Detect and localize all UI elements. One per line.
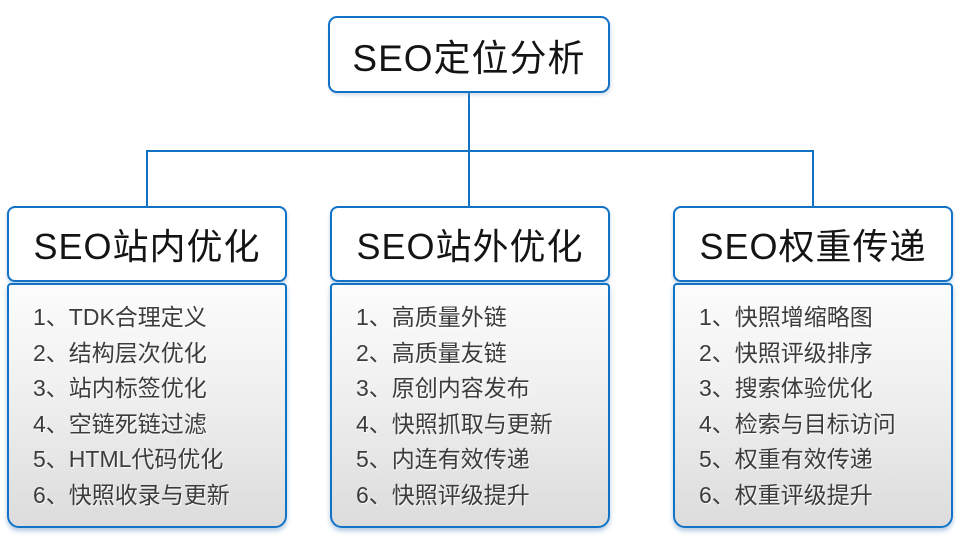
- list-item: 2、结构层次优化: [33, 339, 207, 366]
- list-item: 3、搜索体验优化: [699, 375, 873, 401]
- column-offsite: SEO站外优化 1、高质量外链 2、高质量友链 3、原创内容发布 4、快照抓取与…: [330, 206, 610, 528]
- column-weight-title: SEO权重传递: [699, 226, 927, 267]
- list-item: 4、快照抓取与更新: [356, 410, 553, 437]
- list-item: 1、快照增缩略图: [699, 304, 873, 330]
- list-item: 6、权重评级提升: [699, 481, 873, 508]
- list-item: 5、内连有效传递: [356, 446, 530, 472]
- column-onsite-list: 1、TDK合理定义 2、结构层次优化 3、站内标签优化 4、空链死链过滤 5、H…: [7, 283, 287, 528]
- column-weight-list: 1、快照增缩略图 2、快照评级排序 3、搜索体验优化 4、检索与目标访问 5、权…: [673, 283, 953, 528]
- list-item: 2、快照评级排序: [699, 339, 873, 366]
- list-item: 1、TDK合理定义: [33, 304, 207, 330]
- list-item: 5、HTML代码优化: [33, 446, 224, 472]
- list-item: 6、快照评级提升: [356, 481, 530, 508]
- root-node: SEO定位分析: [328, 16, 610, 93]
- list-item: 1、高质量外链: [356, 304, 507, 330]
- connector-horizontal: [146, 150, 814, 152]
- column-onsite-title: SEO站内优化: [33, 226, 261, 267]
- column-offsite-title: SEO站外优化: [356, 226, 584, 267]
- root-node-label: SEO定位分析: [352, 37, 586, 79]
- list-item: 6、快照收录与更新: [33, 481, 230, 508]
- list-item: 4、空链死链过滤: [33, 410, 207, 437]
- connector-root-stem: [468, 93, 470, 151]
- connector-drop-right: [812, 150, 814, 206]
- list-item: 2、高质量友链: [356, 339, 507, 366]
- list-item: 3、站内标签优化: [33, 375, 207, 401]
- list-item: 3、原创内容发布: [356, 375, 530, 401]
- connector-drop-middle: [468, 150, 470, 206]
- column-offsite-list: 1、高质量外链 2、高质量友链 3、原创内容发布 4、快照抓取与更新 5、内连有…: [330, 283, 610, 528]
- column-offsite-header: SEO站外优化: [330, 206, 610, 282]
- list-item: 4、检索与目标访问: [699, 410, 896, 437]
- list-item: 5、权重有效传递: [699, 446, 873, 472]
- column-onsite-header: SEO站内优化: [7, 206, 287, 282]
- column-weight-header: SEO权重传递: [673, 206, 953, 282]
- column-weight: SEO权重传递 1、快照增缩略图 2、快照评级排序 3、搜索体验优化 4、检索与…: [673, 206, 953, 528]
- column-onsite: SEO站内优化 1、TDK合理定义 2、结构层次优化 3、站内标签优化 4、空链…: [7, 206, 287, 528]
- connector-drop-left: [146, 150, 148, 206]
